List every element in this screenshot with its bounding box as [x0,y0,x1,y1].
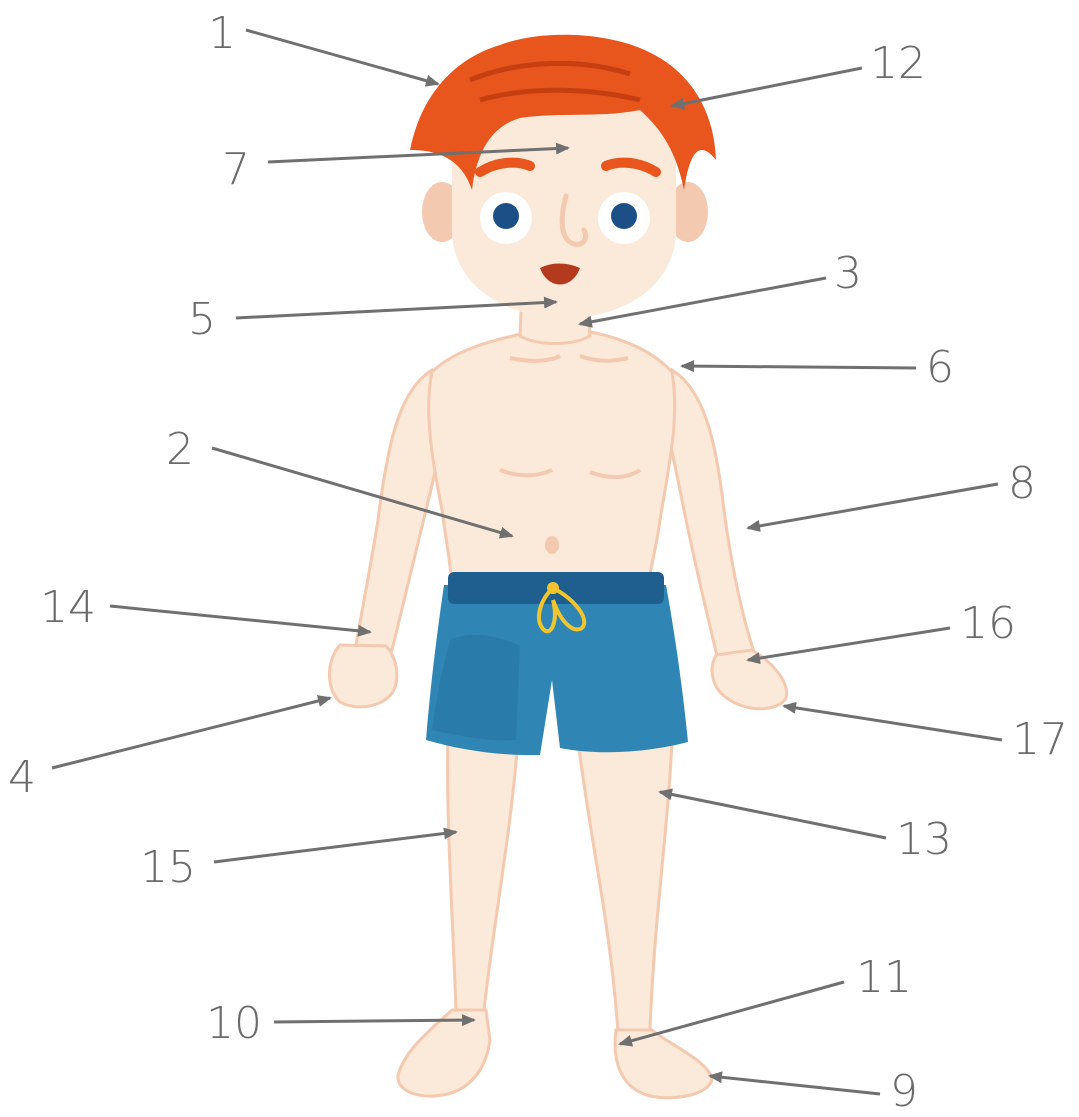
label-2: 2 [166,428,194,472]
left-eye [493,203,519,229]
leader-line-14 [110,606,370,632]
label-3: 3 [834,252,862,296]
label-1: 1 [208,12,236,56]
label-16: 16 [960,602,1016,646]
leader-line-9 [710,1076,880,1094]
leader-line-17 [784,706,1002,740]
shorts [426,572,688,755]
label-6: 6 [926,346,954,390]
leader-line-12 [672,68,862,106]
left-leg [448,730,518,1010]
label-5: 5 [188,298,216,342]
left-hand [330,645,397,707]
right-eye [611,203,637,229]
leader-line-8 [748,484,998,528]
label-17: 17 [1012,718,1068,762]
leader-line-10 [274,1020,474,1022]
leader-line-16 [748,628,950,660]
leader-line-1 [246,30,438,84]
leader-line-5 [236,302,556,318]
leader-line-6 [682,366,916,368]
left-foot [398,1010,490,1096]
label-4: 4 [8,756,36,800]
belly-button [545,536,559,554]
label-11: 11 [856,956,912,1000]
head [410,35,716,318]
right-leg [578,740,672,1032]
legs [398,730,712,1098]
label-15: 15 [140,846,196,890]
leader-line-13 [660,792,886,838]
label-8: 8 [1008,462,1036,506]
label-10: 10 [206,1002,262,1046]
label-13: 13 [896,818,952,862]
label-14: 14 [40,586,96,630]
leader-line-4 [52,698,330,768]
leader-line-11 [620,982,844,1044]
label-9: 9 [890,1070,918,1114]
leader-line-15 [214,832,456,862]
label-12: 12 [870,42,926,86]
drawstring-knot [547,582,559,594]
label-7: 7 [222,148,250,192]
